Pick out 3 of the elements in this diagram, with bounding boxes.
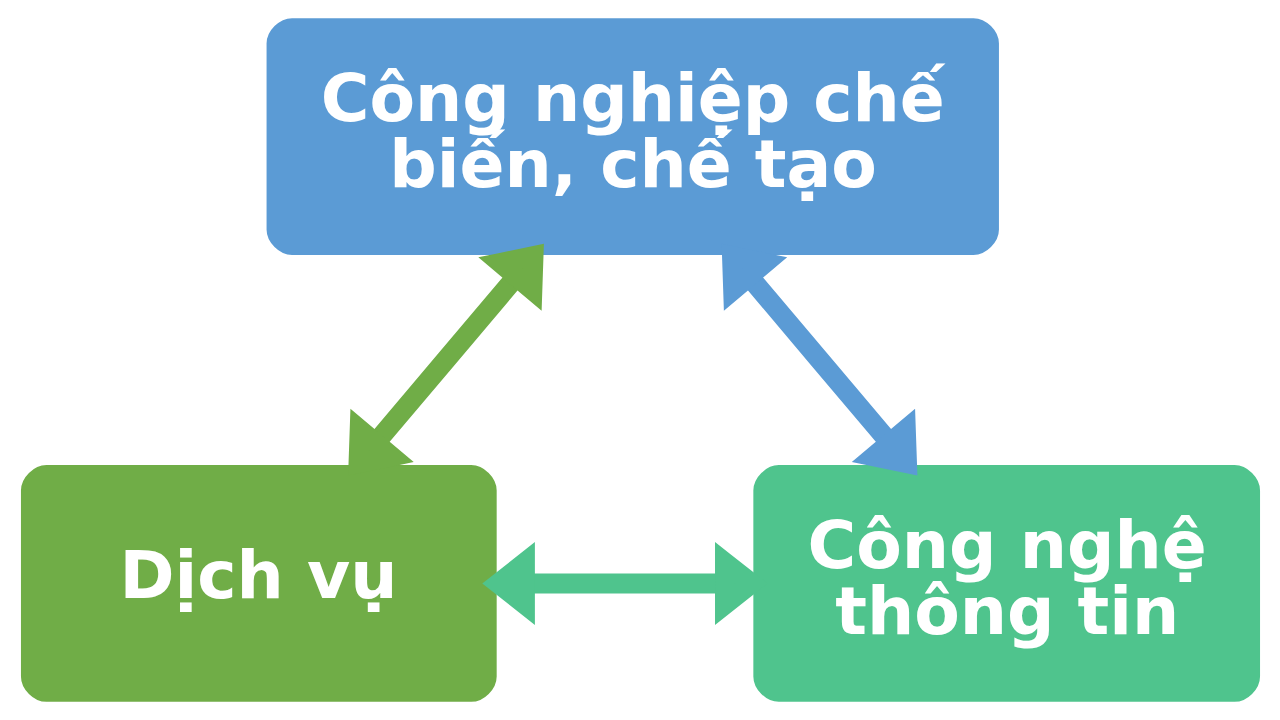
node-box: Dịch vụ (18, 462, 499, 705)
node-box: Công nghiệp chế biến, chế tạo (263, 15, 1001, 258)
node-box: Công nghệ thông tin (750, 462, 1262, 705)
